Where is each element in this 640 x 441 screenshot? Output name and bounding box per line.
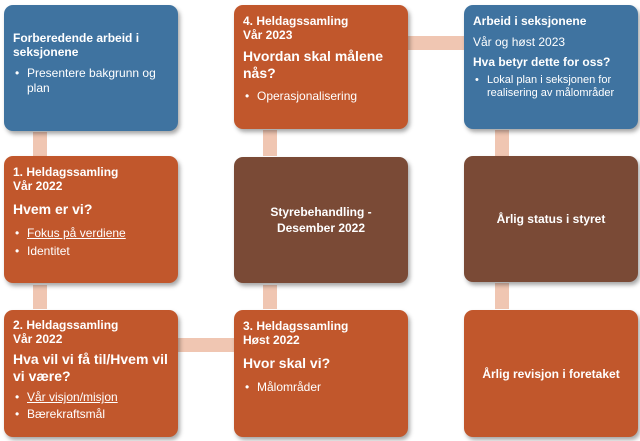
bullet-item: Presentere bakgrunn og plan bbox=[13, 66, 170, 96]
box-question: Hva vil vi få til/Hvem vil vi være? bbox=[13, 351, 168, 384]
box-question: Hvem er vi? bbox=[13, 201, 93, 217]
box-subtitle: Vår og høst 2023 bbox=[473, 35, 566, 49]
connector-b4-b7 bbox=[408, 36, 464, 50]
box-day-session-3: 3. Heldagssamling Høst 2022 Hvor skal vi… bbox=[234, 310, 408, 437]
box-question: Hvor skal vi? bbox=[243, 355, 331, 371]
box-title: Arbeid i seksjonene bbox=[473, 14, 587, 28]
box-text: Årlig revisjon i foretaket bbox=[482, 366, 620, 381]
bullet-text: Vår visjon/misjon bbox=[27, 390, 118, 404]
box-subtitle: Høst 2022 bbox=[243, 333, 300, 347]
box-subtitle: Vår 2022 bbox=[13, 179, 63, 193]
bullet-item: Identitet bbox=[13, 244, 170, 259]
connector-b7-b8 bbox=[495, 130, 509, 156]
bullet-item: Lokal plan i seksjonen for realisering a… bbox=[473, 74, 630, 100]
connector-b2-b3 bbox=[33, 285, 47, 309]
box-text: Styrebehandling - Desember 2022 bbox=[270, 205, 372, 235]
box-text: Årlig status i styret bbox=[496, 212, 606, 226]
box-title: 4. Heldagssamling bbox=[243, 14, 349, 28]
box-subtitle: Vår 2023 bbox=[243, 28, 293, 42]
connector-b6-b5 bbox=[263, 285, 277, 309]
bullet-item: Bærekraftsmål bbox=[13, 407, 170, 422]
box-title: 1. Heldagssamling bbox=[13, 165, 119, 179]
box-title: 2. Heldagssamling bbox=[13, 318, 119, 332]
bullet-text: Fokus på verdiene bbox=[27, 226, 126, 240]
box-subtitle: Vår 2022 bbox=[13, 332, 63, 346]
box-board-review: Styrebehandling - Desember 2022 bbox=[234, 157, 408, 283]
connector-b8-b9 bbox=[495, 283, 509, 309]
bullet-item: Målområder bbox=[243, 380, 400, 395]
box-title: 3. Heldagssamling bbox=[243, 319, 349, 333]
box-preparatory-work: Forberedende arbeid i seksjonene Present… bbox=[4, 5, 178, 131]
box-day-session-4: 4. Heldagssamling Vår 2023 Hvordan skal … bbox=[234, 5, 408, 129]
box-question: Hva betyr dette for oss? bbox=[473, 55, 611, 69]
connector-b3-b6 bbox=[178, 338, 234, 352]
box-annual-revision: Årlig revisjon i foretaket bbox=[464, 310, 638, 437]
bullet-item: Fokus på verdiene bbox=[13, 226, 170, 241]
bullet-item: Operasjonalisering bbox=[243, 89, 400, 104]
box-day-session-2: 2. Heldagssamling Vår 2022 Hva vil vi få… bbox=[4, 310, 178, 437]
connector-b1-b2 bbox=[33, 132, 47, 156]
bullet-item: Vår visjon/misjon bbox=[13, 390, 170, 405]
box-day-session-1: 1. Heldagssamling Vår 2022 Hvem er vi? F… bbox=[4, 156, 178, 283]
connector-b5-b4 bbox=[263, 130, 277, 156]
box-question: Hvordan skal målene nås? bbox=[243, 48, 384, 81]
box-title: Forberedende arbeid i seksjonene bbox=[13, 31, 140, 59]
box-section-work: Arbeid i seksjonene Vår og høst 2023 Hva… bbox=[464, 5, 638, 129]
box-annual-status: Årlig status i styret bbox=[464, 156, 638, 282]
